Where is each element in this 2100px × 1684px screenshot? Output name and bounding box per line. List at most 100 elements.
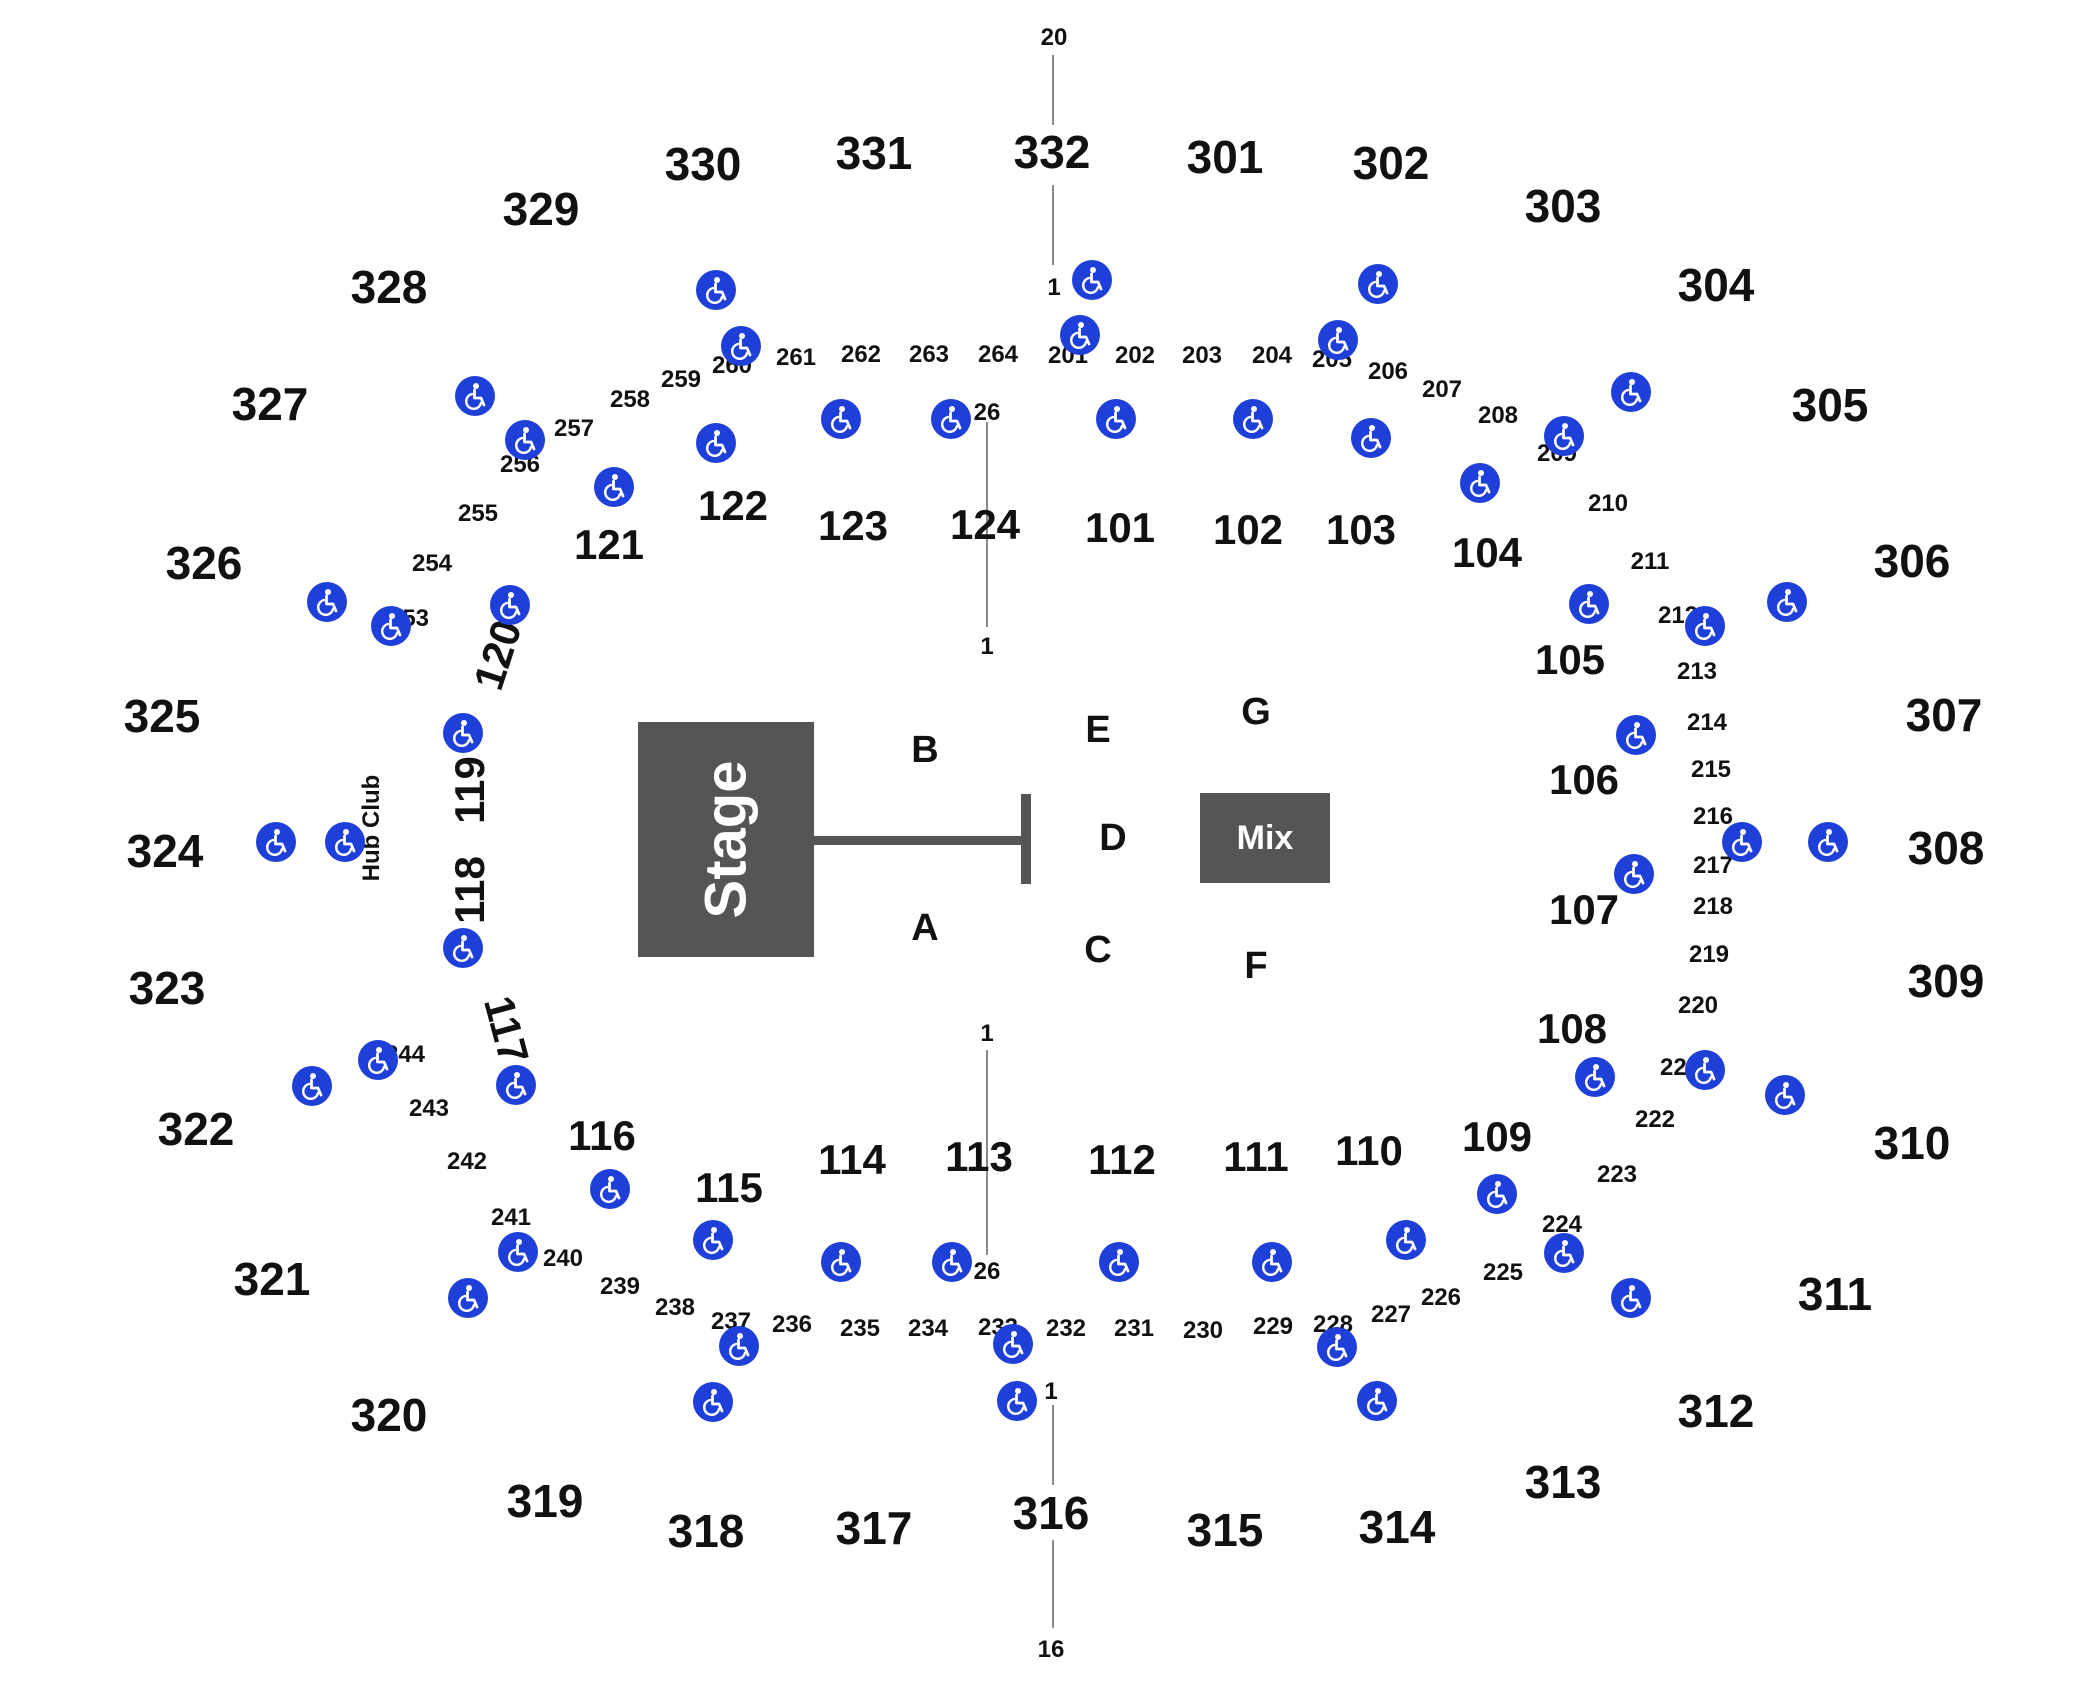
section-331[interactable]: 331 — [835, 127, 913, 179]
section-312[interactable]: 312 — [1677, 1385, 1755, 1437]
section-302[interactable]: 302 — [1352, 137, 1430, 189]
section-211[interactable]: 211 — [1630, 548, 1670, 575]
section-324[interactable]: 324 — [126, 825, 204, 877]
section-319[interactable]: 319 — [506, 1475, 584, 1527]
section-121[interactable]: 121 — [573, 521, 645, 568]
section-325[interactable]: 325 — [123, 690, 201, 742]
section-318[interactable]: 318 — [667, 1505, 745, 1557]
section-116[interactable]: 116 — [568, 1112, 636, 1159]
section-316[interactable]: 316 — [1012, 1487, 1090, 1539]
section-326[interactable]: 326 — [165, 537, 243, 589]
section-219[interactable]: 219 — [1688, 941, 1730, 968]
section-104[interactable]: 104 — [1451, 529, 1523, 576]
section-235[interactable]: 235 — [839, 1315, 881, 1342]
section-311[interactable]: 311 — [1797, 1268, 1873, 1320]
section-232[interactable]: 232 — [1045, 1315, 1087, 1342]
section-123[interactable]: 123 — [817, 502, 889, 549]
section-314[interactable]: 314 — [1358, 1501, 1436, 1553]
section-113[interactable]: 113 — [945, 1133, 1013, 1180]
section-226[interactable]: 226 — [1420, 1284, 1462, 1311]
section-117[interactable]: 117 — [475, 991, 538, 1069]
section-241[interactable]: 241 — [490, 1204, 532, 1231]
section-102[interactable]: 102 — [1212, 506, 1284, 553]
section-120[interactable]: 120 — [464, 614, 531, 696]
section-119[interactable]: 119 — [446, 756, 493, 824]
section-224[interactable]: 224 — [1541, 1211, 1583, 1238]
section-230[interactable]: 230 — [1182, 1317, 1224, 1344]
section-263[interactable]: 263 — [908, 341, 950, 368]
section-220[interactable]: 220 — [1677, 992, 1719, 1019]
section-122[interactable]: 122 — [697, 482, 769, 529]
section-208[interactable]: 208 — [1477, 402, 1519, 429]
section-118[interactable]: 118 — [446, 856, 493, 924]
section-218[interactable]: 218 — [1692, 893, 1734, 920]
section-213[interactable]: 213 — [1676, 658, 1718, 685]
section-262[interactable]: 262 — [840, 341, 882, 368]
section-202[interactable]: 202 — [1114, 342, 1156, 369]
section-313[interactable]: 313 — [1524, 1456, 1602, 1508]
section-101[interactable]: 101 — [1084, 504, 1156, 551]
section-210[interactable]: 210 — [1587, 490, 1629, 517]
section-261[interactable]: 261 — [775, 344, 817, 371]
section-307[interactable]: 307 — [1905, 689, 1983, 741]
section-332[interactable]: 332 — [1013, 126, 1091, 178]
section-109[interactable]: 109 — [1461, 1113, 1533, 1160]
section-309[interactable]: 309 — [1907, 955, 1985, 1007]
section-223[interactable]: 223 — [1596, 1161, 1638, 1188]
section-305[interactable]: 305 — [1791, 379, 1869, 431]
section-215[interactable]: 215 — [1690, 756, 1732, 783]
section-227[interactable]: 227 — [1370, 1301, 1412, 1328]
section-214[interactable]: 214 — [1686, 709, 1728, 736]
section-303[interactable]: 303 — [1524, 180, 1602, 232]
section-258[interactable]: 258 — [609, 386, 651, 413]
section-257[interactable]: 257 — [553, 415, 595, 442]
section-112[interactable]: 112 — [1088, 1136, 1156, 1183]
section-328[interactable]: 328 — [350, 261, 428, 313]
section-317[interactable]: 317 — [835, 1502, 913, 1554]
section-259[interactable]: 259 — [660, 366, 702, 393]
section-207[interactable]: 207 — [1421, 376, 1463, 403]
section-255[interactable]: 255 — [457, 500, 499, 527]
section-320[interactable]: 320 — [350, 1389, 428, 1441]
section-308[interactable]: 308 — [1907, 822, 1985, 874]
section-301[interactable]: 301 — [1186, 131, 1264, 183]
section-231[interactable]: 231 — [1113, 1315, 1155, 1342]
section-204[interactable]: 204 — [1251, 342, 1293, 369]
section-229[interactable]: 229 — [1252, 1313, 1294, 1340]
section-304[interactable]: 304 — [1677, 259, 1755, 311]
section-239[interactable]: 239 — [599, 1273, 641, 1300]
section-306[interactable]: 306 — [1873, 535, 1951, 587]
section-217[interactable]: 217 — [1692, 852, 1734, 879]
section-203[interactable]: 203 — [1181, 342, 1223, 369]
section-264[interactable]: 264 — [977, 341, 1019, 368]
section-243[interactable]: 243 — [408, 1095, 450, 1122]
section-242[interactable]: 242 — [446, 1148, 488, 1175]
section-327[interactable]: 327 — [231, 378, 309, 430]
section-103[interactable]: 103 — [1325, 506, 1397, 553]
section-234[interactable]: 234 — [907, 1315, 949, 1342]
section-322[interactable]: 322 — [157, 1103, 235, 1155]
section-114[interactable]: 114 — [818, 1136, 886, 1183]
section-323[interactable]: 323 — [128, 962, 206, 1014]
section-254[interactable]: 254 — [411, 550, 453, 577]
section-105[interactable]: 105 — [1534, 636, 1606, 683]
section-206[interactable]: 206 — [1367, 358, 1409, 385]
section-222[interactable]: 222 — [1634, 1106, 1676, 1133]
section-238[interactable]: 238 — [654, 1294, 696, 1321]
section-330[interactable]: 330 — [664, 138, 742, 190]
section-107[interactable]: 107 — [1548, 886, 1620, 933]
section-216[interactable]: 216 — [1692, 803, 1734, 830]
section-124[interactable]: 124 — [949, 501, 1021, 548]
section-329[interactable]: 329 — [502, 183, 580, 235]
section-321[interactable]: 321 — [233, 1253, 311, 1305]
section-310[interactable]: 310 — [1873, 1117, 1951, 1169]
section-108[interactable]: 108 — [1536, 1005, 1608, 1052]
section-315[interactable]: 315 — [1186, 1504, 1264, 1556]
section-110[interactable]: 110 — [1335, 1127, 1403, 1174]
section-111[interactable]: 111 — [1223, 1133, 1289, 1180]
section-225[interactable]: 225 — [1482, 1259, 1524, 1286]
section-115[interactable]: 115 — [695, 1164, 763, 1211]
section-106[interactable]: 106 — [1548, 756, 1620, 803]
section-240[interactable]: 240 — [542, 1245, 584, 1272]
section-236[interactable]: 236 — [771, 1311, 813, 1338]
